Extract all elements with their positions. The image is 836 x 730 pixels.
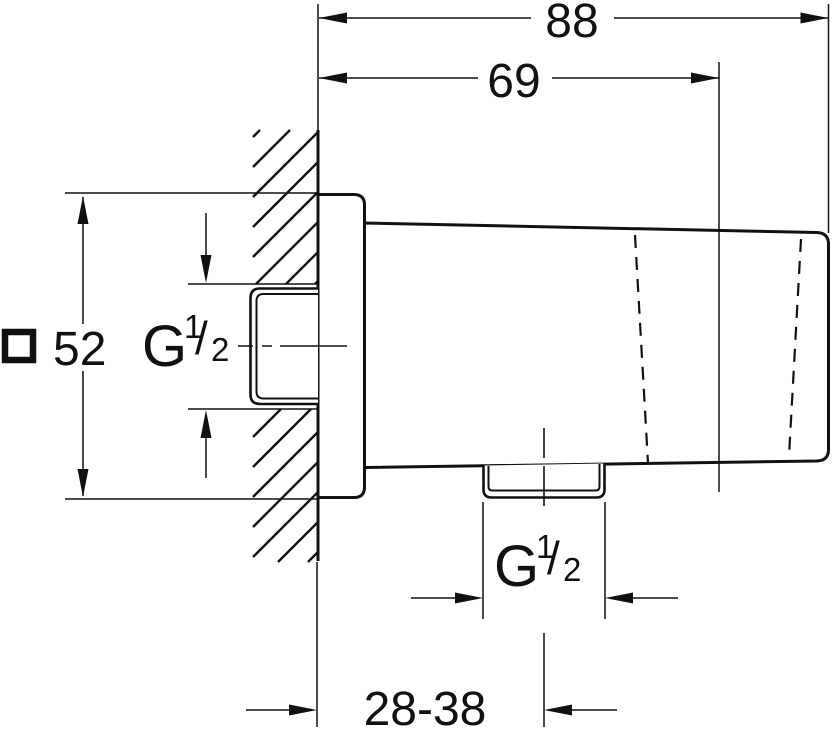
- outlet-thread-denominator: 2: [563, 551, 581, 588]
- dim-value-28-38: 28-38: [364, 683, 487, 730]
- dimension-holder-depth: 69: [319, 55, 720, 492]
- arrowhead-inlet-bottom: [200, 410, 212, 438]
- arrowhead-outlet-left: [455, 592, 483, 604]
- dimension-total-depth: 88: [317, 0, 830, 233]
- wall-hatch-lower: [252, 408, 319, 563]
- holder-body-outline: [363, 221, 830, 469]
- inlet-thread-connector: [238, 287, 347, 406]
- dim-value-52: 52: [53, 323, 106, 376]
- outlet-thread-dimension: G 1 / 2: [411, 502, 678, 619]
- arrowhead-88-left: [319, 12, 347, 24]
- dim-value-88: 88: [545, 0, 598, 48]
- inlet-thread-letter: G: [142, 314, 187, 379]
- outlet-thread-letter: G: [494, 534, 539, 599]
- holder-hidden-edge-left: [633, 234, 650, 464]
- outlet-thread-numerator: 1: [536, 528, 554, 565]
- wall-hatch-upper: [252, 129, 319, 285]
- holder-hidden-edge-right: [787, 238, 803, 457]
- dimension-plate-size: 52: [1, 192, 318, 500]
- arrowhead-inlet-top: [200, 255, 212, 283]
- inlet-thread-denominator: 2: [211, 331, 229, 368]
- arrowhead-88-right: [800, 12, 829, 24]
- dim-value-69: 69: [487, 55, 540, 108]
- square-dimension-icon: [1, 328, 37, 364]
- arrowhead-2838-left: [289, 704, 317, 716]
- inlet-connector-inner: [255, 293, 318, 400]
- arrowhead-52-bottom: [77, 469, 89, 497]
- inlet-thread-slash: /: [195, 312, 208, 364]
- arrowhead-69-right: [691, 72, 719, 84]
- arrowhead-52-top: [77, 196, 89, 224]
- dimension-wall-distance-range: 28-38: [246, 562, 617, 730]
- outlet-thread-slash: /: [547, 532, 560, 584]
- inlet-thread-numerator: 1: [184, 308, 202, 345]
- arrowhead-outlet-right: [605, 592, 633, 604]
- arrowhead-2838-right: [544, 704, 572, 716]
- wall-section: [188, 129, 320, 563]
- inlet-thread-dimension: G 1 / 2: [142, 213, 229, 478]
- arrowhead-69-left: [319, 72, 347, 84]
- outlet-thread-connector: [482, 428, 606, 512]
